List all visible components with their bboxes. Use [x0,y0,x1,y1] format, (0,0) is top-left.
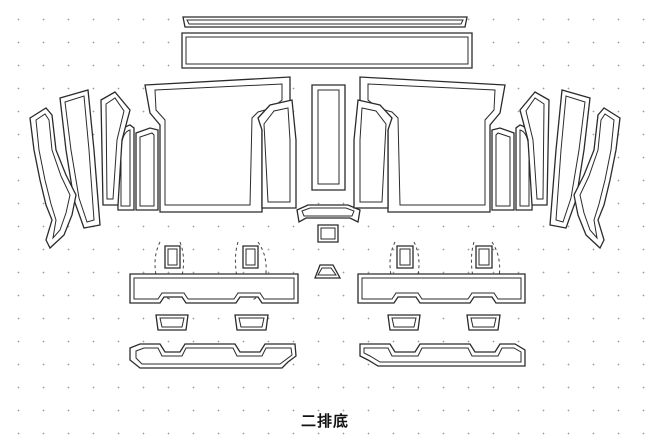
right-bottom-strip-piece [359,343,526,367]
left-side-block-piece [135,127,159,211]
center-tunnel-piece [311,84,346,191]
right-pillar-piece [549,89,591,229]
right-inner-narrow-piece [353,99,393,209]
left-outer-curved-piece [29,107,77,250]
left-tall-tapered-piece [100,91,131,206]
left-lower-long-mat-piece [129,273,299,304]
center-small-square-piece [317,224,339,243]
top-strip-piece [182,16,468,28]
right-outer-curved-piece [573,107,621,250]
left-small-plate-pieces [155,314,269,331]
top-panel-piece [181,32,473,69]
right-lower-long-mat-piece [357,273,526,304]
right-small-plate-pieces [387,314,501,331]
right-tall-tapered-piece [519,91,550,206]
center-bridge-piece [296,204,361,224]
diagram-caption: 二排底 [300,412,349,430]
left-inner-narrow-piece [257,99,297,209]
center-small-trapezoid-piece [314,264,342,279]
right-side-block-piece [491,127,515,211]
left-pillar-piece [59,89,101,229]
left-bottom-strip-piece [129,343,297,369]
right-main-floor-piece [359,76,506,213]
